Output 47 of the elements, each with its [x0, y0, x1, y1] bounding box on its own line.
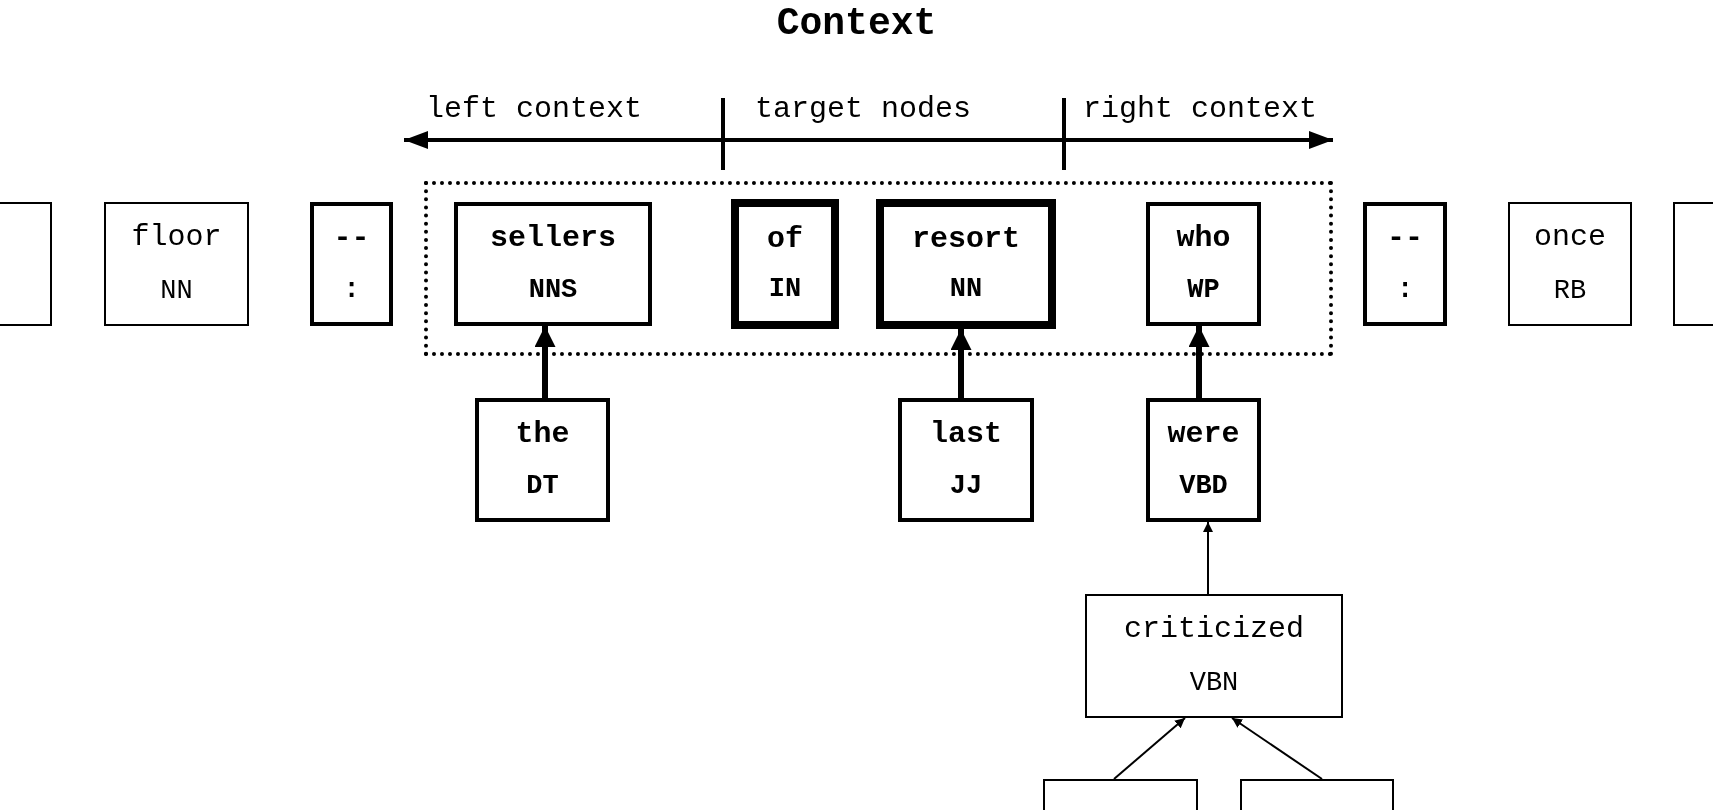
word-text: criticized — [1124, 613, 1304, 647]
word-box — [1146, 202, 1261, 326]
word-text: the — [515, 418, 570, 452]
pos-tag: NN — [949, 275, 983, 306]
word-box — [1146, 398, 1261, 522]
word-box — [310, 202, 393, 326]
pos-tag: : — [343, 276, 360, 306]
word-box — [104, 202, 249, 326]
word-box — [1363, 202, 1447, 326]
context-label: left context — [426, 92, 643, 126]
word-text: last — [930, 418, 1002, 452]
word-box — [1508, 202, 1632, 326]
pos-tag: NNS — [528, 276, 578, 306]
pos-tag: VBD — [1179, 472, 1228, 502]
pos-tag: : — [1396, 276, 1414, 306]
context-label: right context — [1083, 92, 1318, 126]
arrow — [950, 329, 972, 398]
pos-tag: DT — [526, 472, 559, 502]
word-text: resort — [912, 222, 1020, 256]
word-text: -- — [1387, 222, 1423, 256]
arrow — [1188, 326, 1210, 398]
pos-tag: VBN — [1189, 669, 1239, 699]
word-text: floor — [131, 221, 222, 255]
pos-tag: IN — [768, 275, 802, 306]
arrow — [534, 326, 556, 398]
arrow — [1203, 521, 1213, 595]
pos-tag: JJ — [949, 472, 983, 502]
word-text: once — [1534, 221, 1606, 255]
word-box — [876, 199, 1056, 329]
word-text: who — [1176, 222, 1231, 256]
pos-tag: RB — [1553, 277, 1587, 307]
context-label: target nodes — [755, 92, 972, 126]
arrow — [1231, 717, 1323, 780]
word-box — [454, 202, 652, 326]
target-group-box — [424, 181, 1333, 356]
word-text: -- — [333, 222, 370, 256]
pos-tag: WP — [1187, 276, 1220, 306]
word-box — [475, 398, 610, 522]
word-text: sellers — [490, 222, 616, 256]
word-box — [898, 398, 1034, 522]
pos-tag: NN — [160, 277, 193, 307]
word-box — [731, 199, 839, 329]
word-text: of — [767, 222, 803, 256]
word-box — [1085, 594, 1343, 718]
word-text: were — [1167, 418, 1240, 452]
diagram-title: Context — [775, 2, 938, 45]
arrow — [1113, 717, 1186, 780]
